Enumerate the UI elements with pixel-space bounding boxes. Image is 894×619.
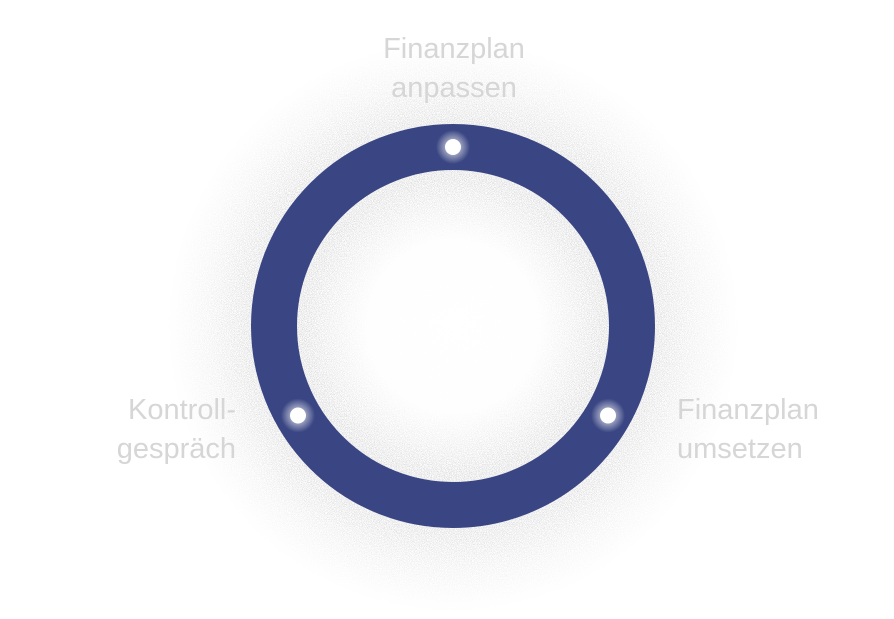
step-marker <box>600 407 617 424</box>
step-label-anpassen-line2: anpassen <box>391 72 517 104</box>
step-label-umsetzen-line1: Finanzplan <box>677 394 819 426</box>
step-label-anpassen: Finanzplan anpassen <box>312 30 596 108</box>
step-marker <box>445 139 461 155</box>
step-label-umsetzen: Finanzplan umsetzen <box>677 391 877 469</box>
step-label-kontrollgespraech-line2: gespräch <box>116 433 236 465</box>
step-label-umsetzen-line2: umsetzen <box>677 433 803 465</box>
step-label-kontrollgespraech-line1: Kontroll- <box>128 394 236 426</box>
step-label-kontrollgespraech: Kontroll- gespräch <box>50 391 236 469</box>
step-label-anpassen-line1: Finanzplan <box>383 33 525 65</box>
step-marker <box>289 407 306 424</box>
